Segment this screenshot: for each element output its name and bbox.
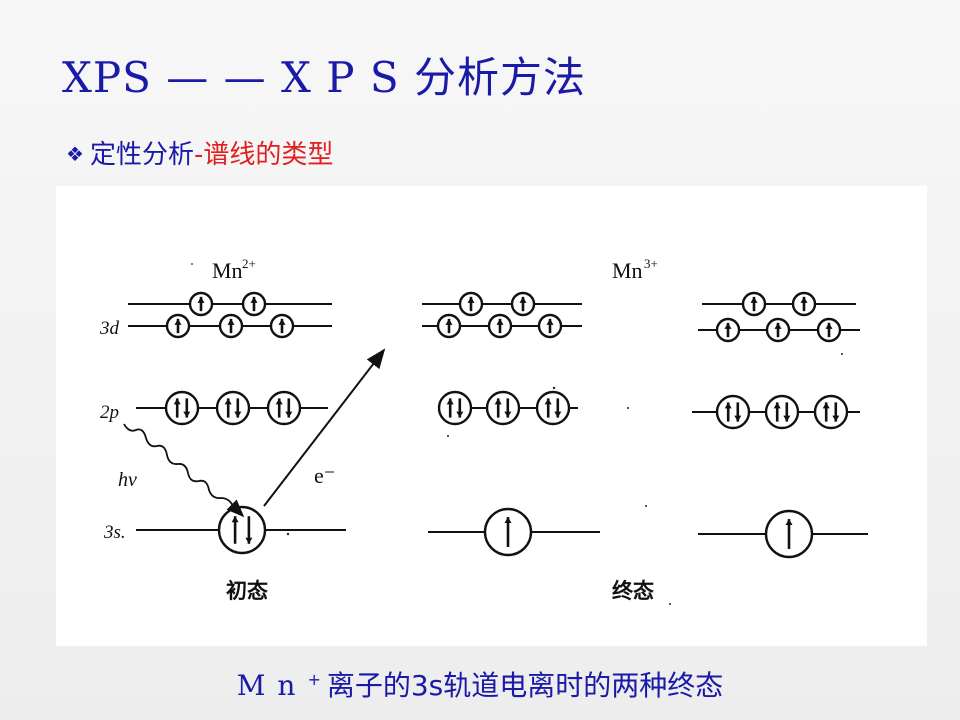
energy-level-diagram: Mn 2+ Mn 3+ 3d 2p 3s. hν e⁻ 初态 终态 <box>99 256 868 605</box>
level-label-2p: 2p <box>100 402 119 423</box>
orbital-3d-final-b <box>791 291 817 317</box>
orbital-2p-final-b <box>764 394 800 430</box>
ion-charge-initial: 2+ <box>242 256 256 271</box>
caption-element: Mn <box>236 669 308 702</box>
caption-text: 离子的3s轨道电离时的两种终态 <box>326 669 724 702</box>
orbital-3d-final-b <box>715 317 741 343</box>
orbital-3d-final-b <box>765 317 791 343</box>
orbital-3d-final-a <box>487 313 513 339</box>
level-label-3s: 3s. <box>103 522 126 543</box>
orbital-3d-final-a <box>537 313 563 339</box>
orbital-2p-final-a <box>437 390 473 426</box>
ion-label-final: Mn <box>612 258 643 283</box>
orbital-3d-final-a <box>458 291 484 317</box>
slide-title: XPS — — X P S 分析方法 <box>62 53 586 102</box>
orbital-3d-final-b <box>741 291 767 317</box>
photon-arrow <box>123 423 245 518</box>
orbitals <box>164 291 849 559</box>
energy-level-figure: Mn 2+ Mn 3+ 3d 2p 3s. hν e⁻ 初态 终态 <box>56 186 927 646</box>
orbital-2p-initial <box>164 390 200 426</box>
orbital-3d-final-a <box>510 291 536 317</box>
electron-label: e⁻ <box>314 463 335 488</box>
orbital-3d-initial <box>188 291 214 317</box>
bullet-separator: - <box>193 140 204 170</box>
photon-label: hν <box>118 469 137 491</box>
orbital-3d-initial <box>218 313 244 339</box>
orbital-3d-initial <box>241 291 267 317</box>
bullet-highlight-text: 谱线的类型 <box>203 140 334 170</box>
state-label-initial: 初态 <box>226 579 268 603</box>
diamond-bullet-icon: ❖ <box>66 142 84 166</box>
orbital-3s-initial <box>217 505 267 555</box>
bullet-point: ❖定性分析-谱线的类型 <box>66 134 333 171</box>
orbital-2p-final-a <box>535 390 571 426</box>
orbital-3d-final-b <box>816 317 842 343</box>
electron-arrow <box>263 348 386 507</box>
bullet-lead-text: 定性分析 <box>89 140 194 170</box>
orbital-2p-final-a <box>485 390 521 426</box>
figure-caption: Mn+离子的3s轨道电离时的两种终态 <box>0 664 960 704</box>
level-label-3d: 3d <box>99 318 120 339</box>
state-label-final: 终态 <box>612 579 654 603</box>
ion-label-initial: Mn <box>212 258 243 283</box>
orbital-3s-final-b <box>764 509 814 559</box>
orbital-2p-final-b <box>715 394 751 430</box>
scan-specks <box>191 263 843 605</box>
orbital-3d-initial <box>269 313 295 339</box>
caption-charge: + <box>307 669 321 689</box>
orbital-3d-final-a <box>436 313 462 339</box>
orbital-2p-final-b <box>813 394 849 430</box>
orbital-3d-initial <box>165 313 191 339</box>
orbital-2p-initial <box>215 390 251 426</box>
ion-charge-final: 3+ <box>644 256 658 271</box>
orbital-2p-initial <box>266 390 302 426</box>
orbital-3s-final-a <box>483 507 533 557</box>
